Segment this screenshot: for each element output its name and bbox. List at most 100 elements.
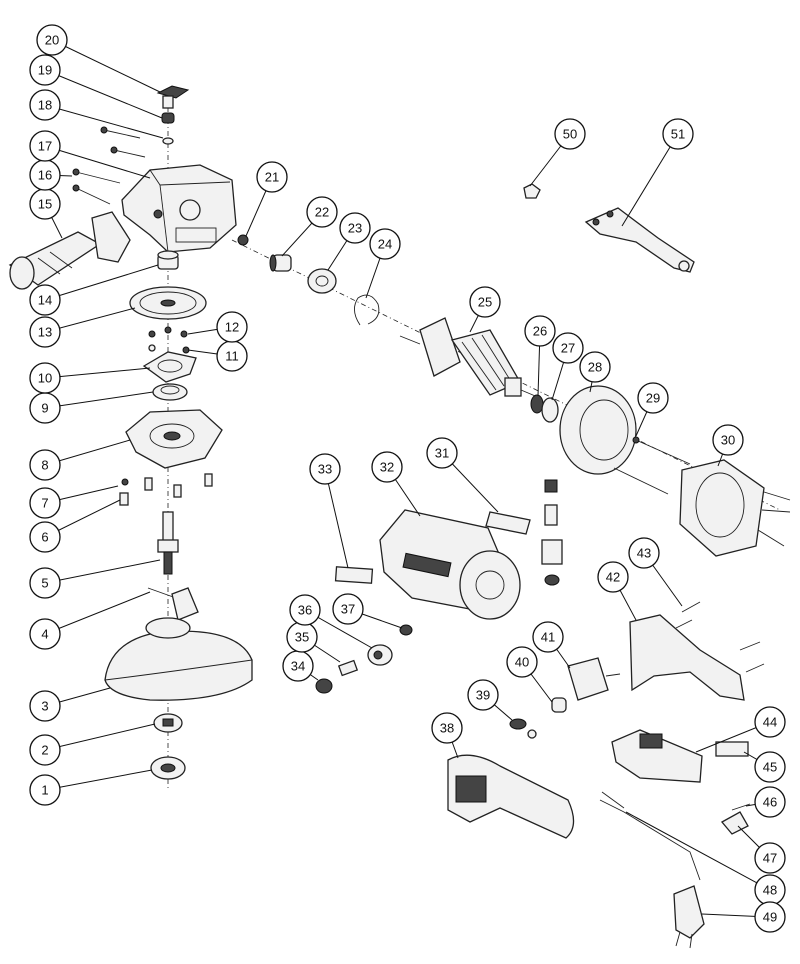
callout-number-25: 25 <box>478 295 492 310</box>
part-26-bearing <box>530 394 544 414</box>
callout-circle-46 <box>754 786 786 818</box>
leader-line-14 <box>44 264 159 301</box>
callout-number-35: 35 <box>295 630 309 645</box>
part-27-sleeve <box>541 397 559 423</box>
callout-14: 14 <box>29 284 61 316</box>
callout-circle-42 <box>597 561 629 593</box>
leader-line-51 <box>621 133 679 227</box>
callout-number-36: 36 <box>298 603 312 618</box>
callout-number-31: 31 <box>435 446 449 461</box>
part-31-label <box>485 511 531 535</box>
callout-33: 33 <box>309 453 341 485</box>
callout-35: 35 <box>286 621 318 653</box>
callout-circle-23 <box>339 212 371 244</box>
callout-40: 40 <box>506 646 538 678</box>
callout-circle-8 <box>29 449 61 481</box>
part-39-lever <box>509 718 537 739</box>
callout-number-39: 39 <box>476 688 490 703</box>
part-21-nut <box>237 234 249 246</box>
callout-circle-36 <box>289 594 321 626</box>
callout-1: 1 <box>29 774 61 806</box>
callout-number-6: 6 <box>41 530 48 545</box>
callout-circle-43 <box>628 537 660 569</box>
callout-circle-44 <box>754 706 786 738</box>
callout-number-8: 8 <box>41 458 48 473</box>
callout-number-17: 17 <box>38 139 52 154</box>
callout-number-42: 42 <box>606 570 620 585</box>
callout-circle-26 <box>524 315 556 347</box>
callout-number-5: 5 <box>41 576 48 591</box>
callout-18: 18 <box>29 89 61 121</box>
callout-circle-5 <box>29 567 61 599</box>
callout-23: 23 <box>339 212 371 244</box>
callout-29: 29 <box>637 382 669 414</box>
part-6-7-screws <box>119 473 213 506</box>
part-43-screws <box>675 601 765 673</box>
callout-circle-4 <box>29 618 61 650</box>
callout-number-34: 34 <box>291 659 305 674</box>
callout-circle-45 <box>754 751 786 783</box>
callout-22: 22 <box>306 196 338 228</box>
callout-number-15: 15 <box>38 197 52 212</box>
part-30-stator <box>679 459 791 557</box>
callout-number-46: 46 <box>763 795 777 810</box>
callout-21: 21 <box>256 161 288 193</box>
part-11-12-screws <box>148 326 190 354</box>
callout-circle-22 <box>306 196 338 228</box>
callout-number-44: 44 <box>763 715 777 730</box>
callout-number-41: 41 <box>541 630 555 645</box>
callout-circle-7 <box>29 487 61 519</box>
callout-circle-20 <box>36 24 68 56</box>
callout-45: 45 <box>754 751 786 783</box>
callout-number-40: 40 <box>515 655 529 670</box>
part-49-plug <box>673 885 705 949</box>
callout-28: 28 <box>579 351 611 383</box>
callout-circle-29 <box>637 382 669 414</box>
callout-10: 10 <box>29 362 61 394</box>
callout-number-13: 13 <box>38 325 52 340</box>
callout-number-32: 32 <box>380 460 394 475</box>
part-22-pinion <box>269 254 292 272</box>
callout-51: 51 <box>662 118 694 150</box>
callout-circle-30 <box>712 424 744 456</box>
callout-circle-10 <box>29 362 61 394</box>
callout-41: 41 <box>532 621 564 653</box>
callout-circle-14 <box>29 284 61 316</box>
callout-circle-19 <box>29 54 61 86</box>
callout-circle-33 <box>309 453 341 485</box>
leader-line-5 <box>44 559 161 584</box>
leader-line-19 <box>44 69 163 119</box>
part-24-circlip <box>354 294 380 326</box>
callout-circle-21 <box>256 161 288 193</box>
callout-46: 46 <box>754 786 786 818</box>
callout-42: 42 <box>597 561 629 593</box>
callout-circle-25 <box>469 286 501 318</box>
callout-15: 15 <box>29 188 61 220</box>
callout-30: 30 <box>712 424 744 456</box>
callout-number-22: 22 <box>315 205 329 220</box>
callout-circle-39 <box>467 679 499 711</box>
callout-38: 38 <box>431 712 463 744</box>
part-18-washer <box>162 137 174 145</box>
callout-19: 19 <box>29 54 61 86</box>
callout-number-28: 28 <box>588 360 602 375</box>
callout-37: 37 <box>332 593 364 625</box>
callout-9: 9 <box>29 392 61 424</box>
callout-circle-6 <box>29 521 61 553</box>
callout-43: 43 <box>628 537 660 569</box>
part-17-gear-housing <box>121 164 237 253</box>
callout-12: 12 <box>216 311 248 343</box>
part-1-outer-nut <box>150 756 186 780</box>
callout-7: 7 <box>29 487 61 519</box>
leader-line-33 <box>324 468 349 569</box>
part-33-label <box>334 566 374 584</box>
callout-number-30: 30 <box>721 433 735 448</box>
callout-circle-12 <box>216 311 248 343</box>
part-36-brush-holder <box>367 644 393 666</box>
callout-11: 11 <box>216 340 248 372</box>
part-19-spring <box>161 112 175 124</box>
leader-line-1 <box>44 769 153 791</box>
part-13-bevel-gear <box>129 286 207 320</box>
callout-number-4: 4 <box>41 627 48 642</box>
part-42-handle-half <box>629 614 745 701</box>
